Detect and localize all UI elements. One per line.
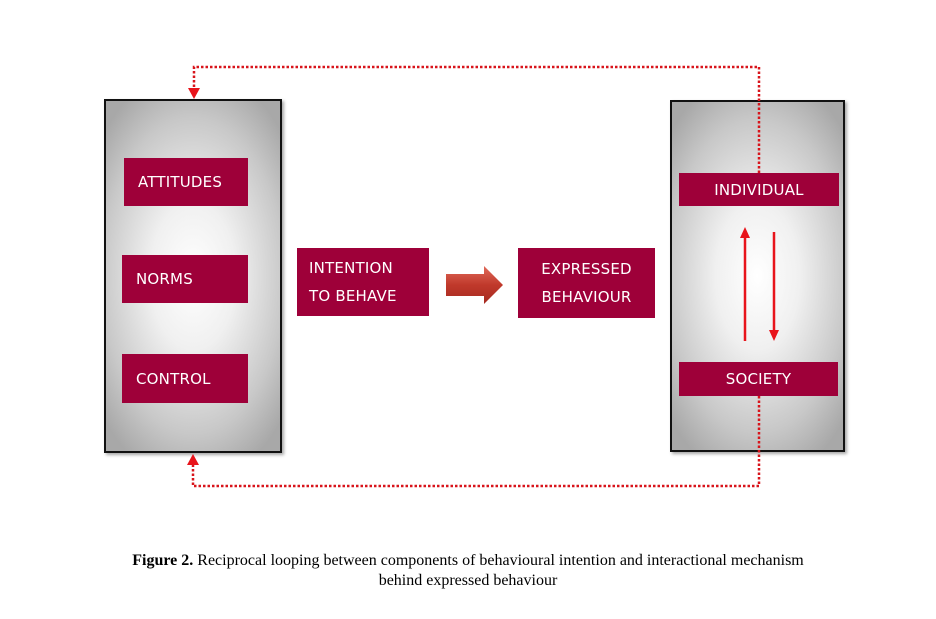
caption-text: Reciprocal looping between components of… xyxy=(193,552,804,569)
top-feedback-loop xyxy=(192,65,761,173)
society-box: SOCIETY xyxy=(679,362,838,396)
individual-label: INDIVIDUAL xyxy=(714,180,804,199)
expressed-box: EXPRESSED BEHAVIOUR xyxy=(518,248,655,318)
expressed-line1: EXPRESSED xyxy=(541,260,632,278)
attitudes-label: ATTITUDES xyxy=(138,173,223,191)
top-loop-arrowhead-icon xyxy=(188,88,200,99)
control-box: CONTROL xyxy=(122,354,248,403)
society-label: SOCIETY xyxy=(725,370,792,388)
attitudes-box: ATTITUDES xyxy=(124,158,248,206)
caption-line2: behind expressed behaviour xyxy=(378,572,558,589)
control-label: CONTROL xyxy=(136,369,211,388)
norms-box: NORMS xyxy=(122,255,248,303)
intention-line1: INTENTION xyxy=(309,259,393,277)
bottom-feedback-loop xyxy=(191,396,761,488)
norms-label: NORMS xyxy=(136,270,193,288)
figure-caption: Figure 2. Reciprocal looping between com… xyxy=(0,551,936,591)
bottom-loop-arrowhead-icon xyxy=(187,454,199,465)
up-arrowhead-icon xyxy=(740,227,750,238)
down-arrowhead-icon xyxy=(769,330,779,341)
caption-label: Figure 2. xyxy=(132,552,194,569)
individual-box: INDIVIDUAL xyxy=(679,173,839,206)
intention-box: INTENTION TO BEHAVE xyxy=(297,248,429,316)
expressed-line2: BEHAVIOUR xyxy=(541,288,632,306)
caption-line1: Figure 2. Reciprocal looping between com… xyxy=(0,551,936,571)
block-arrow-icon xyxy=(446,266,503,304)
intention-line2: TO BEHAVE xyxy=(309,287,397,305)
